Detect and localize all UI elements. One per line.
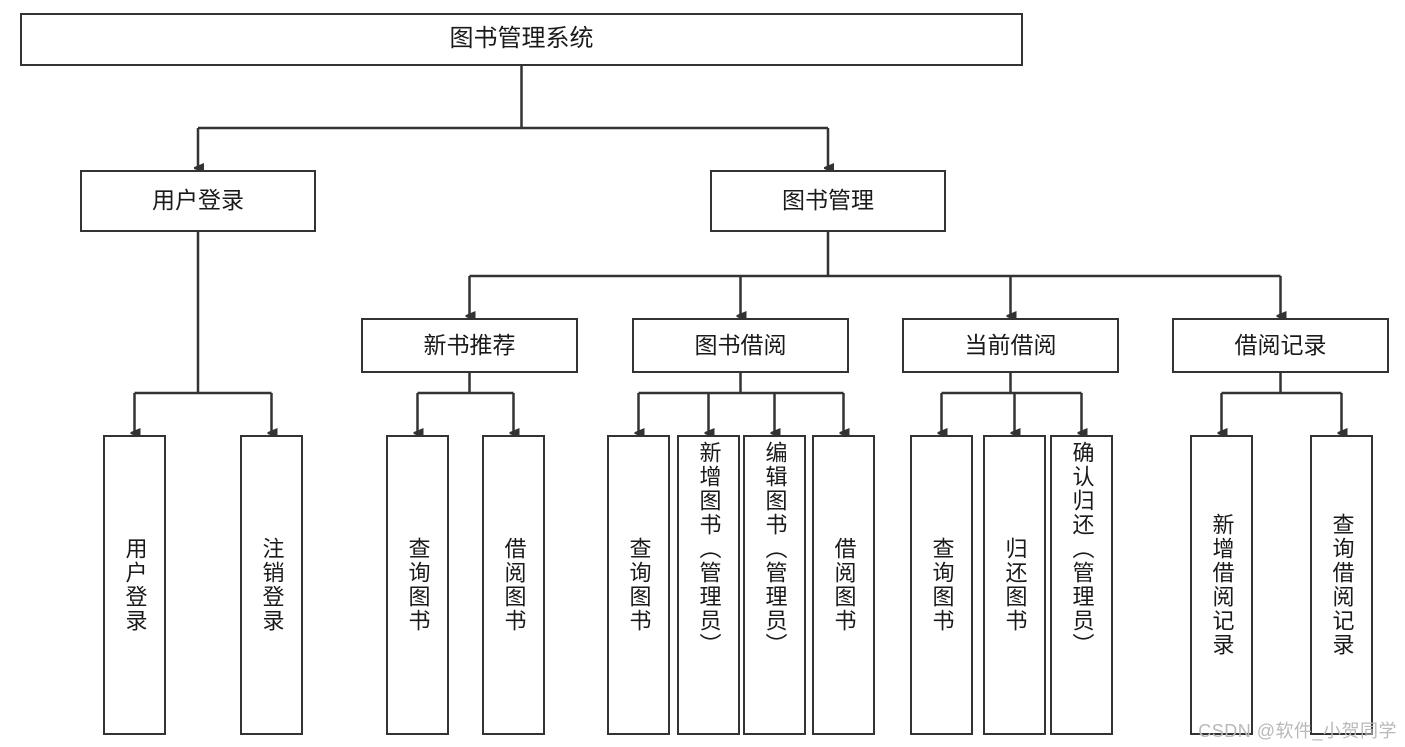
node-label: 当前借阅 [964,331,1057,358]
node-label: 注销登录 [259,537,285,633]
node-label: 借阅图书 [831,537,857,633]
node-leaf-cb-confirm[interactable]: 确认归还（管理员） [1050,435,1113,735]
node-leaf-br-query[interactable]: 查询借阅记录 [1310,435,1373,735]
node-label: 用户登录 [152,187,244,214]
node-label: 图书借阅 [694,331,787,358]
node-leaf-bb-edit[interactable]: 编辑图书（管理员） [743,435,806,735]
node-leaf-bb-borrow[interactable]: 借阅图书 [812,435,875,735]
node-leaf-cb-return[interactable]: 归还图书 [983,435,1046,735]
node-label: 归还图书 [1002,537,1028,633]
node-new-book-rec[interactable]: 新书推荐 [361,318,578,373]
node-label: 图书管理系统 [449,25,594,53]
node-label: 编辑图书（管理员） [762,441,788,657]
node-book-mgmt[interactable]: 图书管理 [710,170,946,232]
node-label: 图书管理 [782,187,874,214]
node-label: 用户登录 [122,537,148,633]
node-leaf-cb-query[interactable]: 查询图书 [910,435,973,735]
node-leaf-user-logout[interactable]: 注销登录 [240,435,303,735]
node-label: 确认归还（管理员） [1069,441,1095,657]
csdn-watermark: CSDN @软件_小贺同学 [1198,721,1397,741]
node-label: 新增图书（管理员） [696,441,722,657]
edges-group [135,66,1342,433]
node-leaf-rec-borrow[interactable]: 借阅图书 [482,435,545,735]
node-label: 新书推荐 [423,331,516,358]
node-label: 查询图书 [626,537,652,633]
node-book-borrow[interactable]: 图书借阅 [632,318,849,373]
node-root[interactable]: 图书管理系统 [20,13,1023,66]
node-label: 查询图书 [405,537,431,633]
node-leaf-bb-add[interactable]: 新增图书（管理员） [677,435,740,735]
node-leaf-bb-query[interactable]: 查询图书 [607,435,670,735]
node-leaf-br-add[interactable]: 新增借阅记录 [1190,435,1253,735]
node-leaf-rec-query[interactable]: 查询图书 [386,435,449,735]
node-current-borrow[interactable]: 当前借阅 [902,318,1119,373]
node-user-login[interactable]: 用户登录 [80,170,316,232]
node-label: 新增借阅记录 [1209,513,1235,657]
node-leaf-user-login[interactable]: 用户登录 [103,435,166,735]
node-label: 借阅记录 [1234,331,1327,358]
node-label: 查询图书 [929,537,955,633]
node-label: 查询借阅记录 [1329,513,1355,657]
node-borrow-record[interactable]: 借阅记录 [1172,318,1389,373]
node-label: 借阅图书 [501,537,527,633]
